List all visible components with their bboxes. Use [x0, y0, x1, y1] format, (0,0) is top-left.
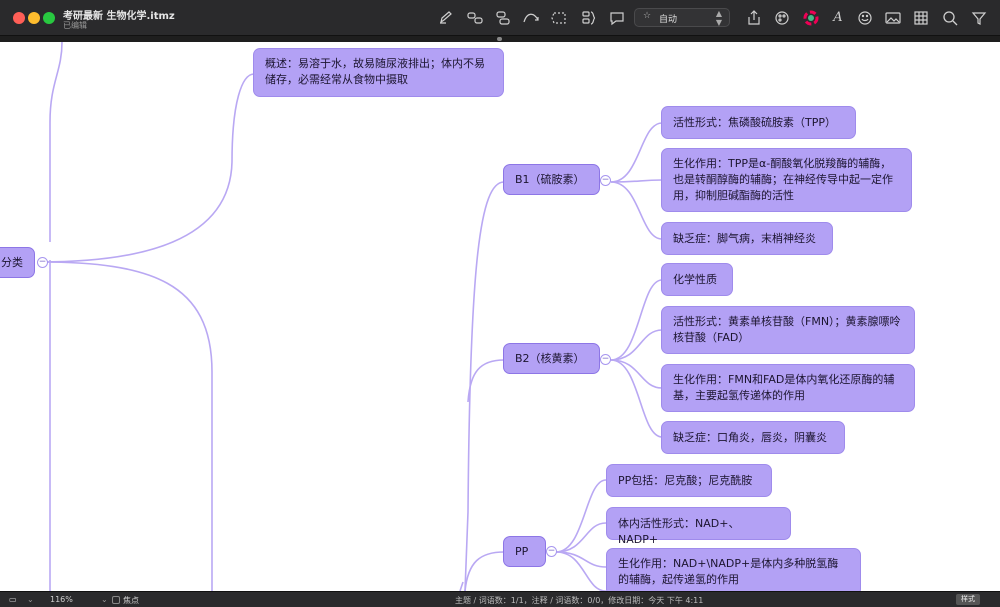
image-icon[interactable]	[884, 9, 902, 27]
connection-lines	[39, 42, 663, 591]
focus-label: 焦点	[123, 596, 139, 605]
b2-chemical-property-label: 化学性质	[673, 273, 717, 286]
pp-label: PP	[515, 545, 529, 558]
b1-active-form-label: 活性形式：焦磷酸硫胺素（TPP）	[673, 116, 836, 129]
filter-icon[interactable]	[970, 9, 988, 27]
document-title: 考研最新 生物化学.itmz	[63, 11, 175, 22]
zoom-level[interactable]: 116%	[50, 595, 73, 604]
b1-label: B1（硫胺素）	[515, 173, 585, 186]
minimize-window-button[interactable]	[28, 12, 40, 24]
pp-function-topic[interactable]: 生化作用：NAD+\NADP+是体内多种脱氢酶的辅酶，起传递氢的作用	[606, 548, 861, 591]
emoji-icon[interactable]	[856, 9, 874, 27]
root-topic[interactable]: 分类	[0, 247, 35, 278]
sidebar-toggle-icon[interactable]: ▭	[9, 595, 17, 604]
document-stats: 主题 / 词语数：1/1，注释 / 词语数：0/0，修改日期：今天 下午 4:1…	[455, 596, 704, 605]
updown-chevron-icon: ▲▼	[715, 9, 722, 27]
b2-function-label: 生化作用：FMN和FAD是体内氧化还原酶的辅基，主要起氢传递体的作用	[673, 373, 895, 402]
pp-collapse-button[interactable]: −	[546, 546, 557, 557]
overview-label: 概述：易溶于水，故易随尿液排出；体内不易储存，必需经常从食物中摄取	[265, 57, 485, 86]
pen-icon[interactable]	[437, 9, 455, 27]
b1-active-form-topic[interactable]: 活性形式：焦磷酸硫胺素（TPP）	[661, 106, 856, 139]
zoom-chevron-icon[interactable]: ⌄	[101, 595, 108, 604]
focus-checkbox[interactable]	[112, 596, 120, 604]
document-status: 已编辑	[63, 21, 87, 30]
pp-includes-label: PP包括：尼克酸；尼克酰胺	[618, 474, 753, 487]
style-button[interactable]: 样式	[956, 594, 980, 605]
pp-active-form-topic[interactable]: 体内活性形式：NAD+、NADP+	[606, 507, 791, 546]
relation-icon[interactable]	[522, 9, 540, 27]
b2-function-topic[interactable]: 生化作用：FMN和FAD是体内氧化还原酶的辅基，主要起氢传递体的作用	[661, 364, 915, 412]
b1-function-topic[interactable]: 生化作用：TPP是α-酮酸氧化脱羧酶的辅酶，也是转酮醇酶的辅酶；在神经传导中起一…	[661, 148, 912, 212]
split-divider[interactable]	[0, 36, 1000, 42]
b2-chemical-property-topic[interactable]: 化学性质	[661, 263, 733, 296]
sparkle-icon: ☆	[643, 11, 652, 21]
layout-mode-select[interactable]: ☆ 自动 ▲▼	[634, 8, 730, 27]
share-icon[interactable]	[745, 9, 763, 27]
b2-collapse-button[interactable]: −	[600, 354, 611, 365]
b2-topic[interactable]: B2（核黄素）	[503, 343, 600, 374]
font-icon[interactable]: A	[833, 10, 843, 25]
layout-mode-value: 自动	[659, 15, 678, 25]
b2-active-form-topic[interactable]: 活性形式：黄素单核苷酸（FMN）；黄素腺嘌呤核苷酸（FAD）	[661, 306, 915, 354]
pp-function-label: 生化作用：NAD+\NADP+是体内多种脱氢酶的辅酶，起传递氢的作用	[618, 557, 839, 586]
boundary-icon[interactable]	[550, 9, 568, 27]
b2-deficiency-topic[interactable]: 缺乏症：口角炎，唇炎，阴囊炎	[661, 421, 845, 454]
sidebar-menu-chevron-icon[interactable]: ⌄	[27, 595, 34, 604]
comment-icon[interactable]	[608, 9, 626, 27]
pp-includes-topic[interactable]: PP包括：尼克酸；尼克酰胺	[606, 464, 772, 497]
b2-deficiency-label: 缺乏症：口角炎，唇炎，阴囊炎	[673, 431, 827, 444]
b1-collapse-button[interactable]: −	[600, 175, 611, 186]
b1-function-label: 生化作用：TPP是α-酮酸氧化脱羧酶的辅酶，也是转酮醇酶的辅酶；在神经传导中起一…	[673, 157, 893, 202]
b1-topic[interactable]: B1（硫胺素）	[503, 164, 600, 195]
b1-deficiency-topic[interactable]: 缺乏症：脚气病，末梢神经炎	[661, 222, 833, 255]
overview-topic[interactable]: 概述：易溶于水，故易随尿液排出；体内不易储存，必需经常从食物中摄取	[253, 48, 504, 97]
search-icon[interactable]	[941, 9, 959, 27]
topic-icon[interactable]	[466, 9, 484, 27]
color-icon[interactable]	[802, 9, 820, 27]
b2-label: B2（核黄素）	[515, 352, 585, 365]
mindmap-canvas[interactable]: 分类 − 概述：易溶于水，故易随尿液排出；体内不易储存，必需经常从食物中摄取 B…	[0, 42, 1000, 591]
status-bar: ▭ ⌄ 116% ⌄ 焦点 主题 / 词语数：1/1，注释 / 词语数：0/0，…	[0, 591, 1000, 607]
table-icon[interactable]	[912, 9, 930, 27]
b1-deficiency-label: 缺乏症：脚气病，末梢神经炎	[673, 232, 816, 245]
root-topic-label: 分类	[1, 256, 23, 269]
summary-icon[interactable]	[580, 9, 598, 27]
title-bar: 考研最新 生物化学.itmz 已编辑 ☆ 自动 ▲▼ A	[0, 0, 1000, 36]
pp-active-form-label: 体内活性形式：NAD+、NADP+	[618, 517, 740, 546]
pp-topic[interactable]: PP	[503, 536, 546, 567]
focus-toggle[interactable]: 焦点	[112, 595, 139, 606]
root-collapse-button[interactable]: −	[37, 257, 48, 268]
b2-active-form-label: 活性形式：黄素单核苷酸（FMN）；黄素腺嘌呤核苷酸（FAD）	[673, 315, 901, 344]
theme-icon[interactable]	[773, 9, 791, 27]
maximize-window-button[interactable]	[43, 12, 55, 24]
subtopic-icon[interactable]	[494, 9, 512, 27]
close-window-button[interactable]	[13, 12, 25, 24]
